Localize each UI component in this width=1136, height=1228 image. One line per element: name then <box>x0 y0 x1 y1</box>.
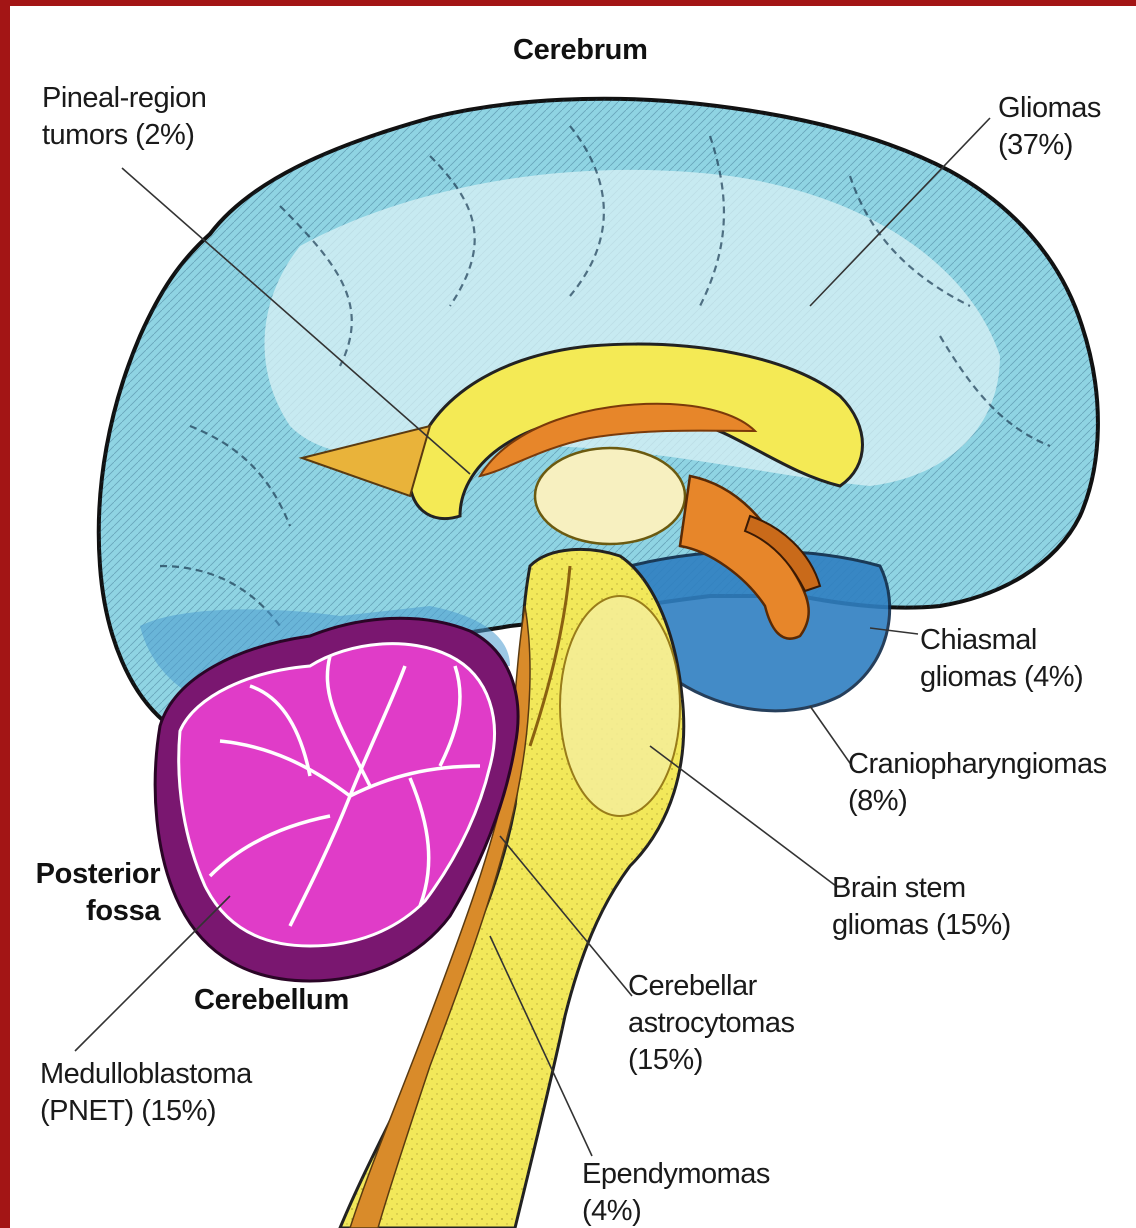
label-medulloblastoma: Medulloblastoma (PNET) (15%) <box>40 1056 252 1130</box>
pons <box>560 596 680 816</box>
cerebellar-line-3: (15%) <box>628 1042 794 1079</box>
cranio-line-2: (8%) <box>848 783 1107 820</box>
label-craniopharyngiomas: Craniopharyngiomas (8%) <box>848 746 1107 820</box>
chiasmal-line-2: gliomas (4%) <box>920 659 1083 696</box>
label-posterior-fossa: Posterior fossa <box>34 856 160 930</box>
chiasmal-line-1: Chiasmal <box>920 622 1083 659</box>
label-pineal-region-tumors: Pineal-region tumors (2%) <box>42 80 206 154</box>
label-cerebellum: Cerebellum <box>194 982 349 1019</box>
cerebellar-line-1: Cerebellar <box>628 968 794 1005</box>
ependymomas-line-2: (4%) <box>582 1193 770 1228</box>
label-cerebellar-astrocytomas: Cerebellar astrocytomas (15%) <box>628 968 794 1079</box>
brainstem-line-2: gliomas (15%) <box>832 907 1011 944</box>
pineal-line-1: Pineal-region <box>42 80 206 117</box>
gliomas-line-2: (37%) <box>998 127 1101 164</box>
label-cerebrum: Cerebrum <box>513 32 648 69</box>
brainstem-line-1: Brain stem <box>832 870 1011 907</box>
ependymomas-line-1: Ependymomas <box>582 1156 770 1193</box>
medullo-line-1: Medulloblastoma <box>40 1056 252 1093</box>
label-ependymomas: Ependymomas (4%) <box>582 1156 770 1228</box>
medullo-line-2: (PNET) (15%) <box>40 1093 252 1130</box>
brain-sagittal-illustration <box>10 6 1136 1228</box>
posterior-fossa-line-1: Posterior <box>34 856 160 893</box>
gliomas-line-1: Gliomas <box>998 90 1101 127</box>
leader-cranio <box>810 706 852 766</box>
label-gliomas: Gliomas (37%) <box>998 90 1101 164</box>
cranio-line-1: Craniopharyngiomas <box>848 746 1107 783</box>
cerebellar-line-2: astrocytomas <box>628 1005 794 1042</box>
pineal-line-2: tumors (2%) <box>42 117 206 154</box>
posterior-fossa-line-2: fossa <box>34 893 160 930</box>
label-chiasmal-gliomas: Chiasmal gliomas (4%) <box>920 622 1083 696</box>
label-brain-stem-gliomas: Brain stem gliomas (15%) <box>832 870 1011 944</box>
thalamus <box>535 448 685 544</box>
leader-brainstem <box>650 746 836 886</box>
